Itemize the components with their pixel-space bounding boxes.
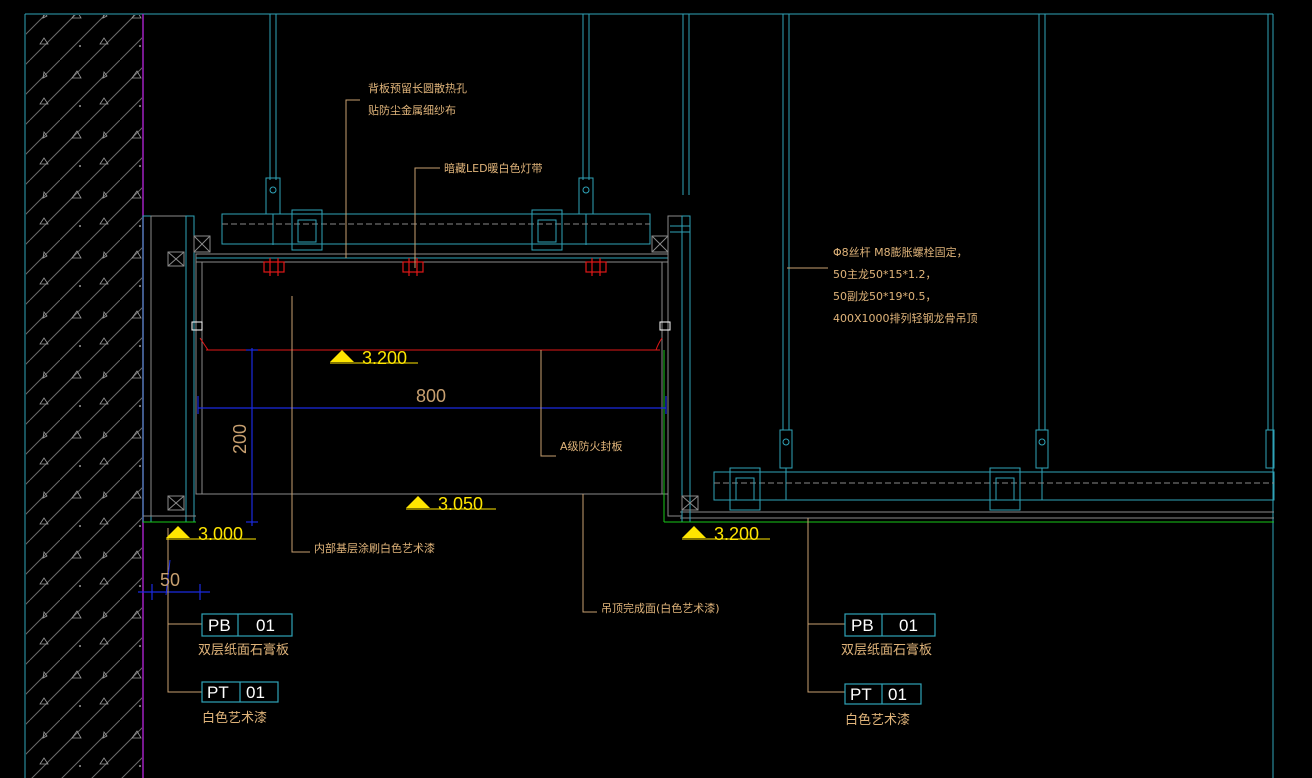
drawing-frame — [24, 13, 1274, 778]
right-pb-desc: 双层纸面石膏板 — [841, 642, 932, 658]
backboard-note-line2: 贴防尘金属细纱布 — [368, 103, 456, 117]
left-pt-desc: 白色艺术漆 — [202, 710, 267, 726]
offset-dimension: 50 — [160, 570, 180, 590]
led-note: 暗藏LED暖白色灯带 — [444, 161, 543, 175]
led-light-fixtures — [263, 258, 607, 276]
left-pb-num: 01 — [256, 616, 275, 635]
material-tag-boxes — [201, 613, 936, 705]
level-left: 3.000 — [198, 524, 243, 544]
leader-lines — [165, 99, 845, 693]
dimension-lines — [138, 348, 667, 600]
left-pt-num: 01 — [246, 683, 265, 702]
hanger-rods-left — [265, 14, 690, 245]
left-pb-desc: 双层纸面石膏板 — [198, 642, 289, 658]
level-mid: 3.050 — [438, 494, 483, 514]
concrete-wall-hatch — [26, 15, 142, 778]
ceiling-finish-note: 吊顶完成面(白色艺术漆) — [601, 601, 720, 615]
right-pb-code: PB — [851, 616, 874, 635]
inner-paint-note: 内部基层涂刷白色艺术漆 — [314, 541, 435, 555]
fixing-note-line1: Φ8丝杆 M8膨胀螺栓固定， — [833, 245, 968, 259]
fireproof-note: A级防火封板 — [560, 439, 623, 453]
left-pb-code: PB — [208, 616, 231, 635]
right-pt-code: PT — [850, 685, 872, 704]
fixing-note-line2: 50主龙50*15*1.2， — [833, 268, 937, 281]
fixing-note-line4: 400X1000排列轻钢龙骨吊顶 — [833, 311, 978, 325]
width-dimension: 800 — [416, 386, 446, 406]
right-pt-num: 01 — [888, 685, 907, 704]
level-right: 3.200 — [714, 524, 759, 544]
main-channel-right — [680, 467, 1275, 519]
red-level-line — [191, 321, 671, 351]
main-channel-left — [221, 209, 651, 251]
level-upper: 3.200 — [362, 348, 407, 368]
level-markers — [166, 350, 770, 540]
fixing-note-line3: 50副龙50*19*0.5， — [833, 290, 937, 303]
hanger-rods-right — [779, 14, 1275, 500]
left-pt-code: PT — [207, 683, 229, 702]
backboard-note-line1: 背板预留长圆散热孔 — [368, 81, 467, 95]
height-dimension: 200 — [230, 424, 250, 454]
light-trough-box — [142, 215, 1274, 523]
right-pb-num: 01 — [899, 616, 918, 635]
right-pt-desc: 白色艺术漆 — [845, 712, 910, 728]
